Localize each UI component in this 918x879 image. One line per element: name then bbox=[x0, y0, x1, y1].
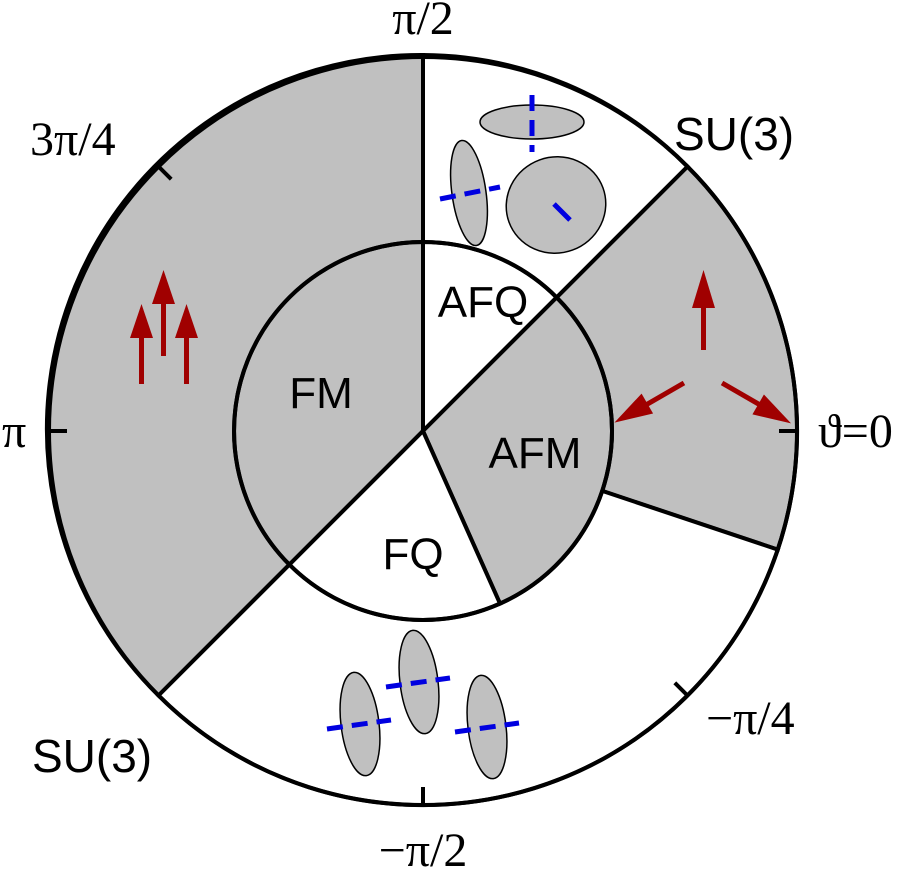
su3-label-lower-left: SU(3) bbox=[32, 730, 152, 782]
fm-arrow-1-shaft bbox=[139, 332, 144, 384]
fq-quadrupoles bbox=[326, 629, 520, 780]
afm-arrow-left-head bbox=[614, 393, 654, 423]
afm-arrow-up-shaft bbox=[701, 300, 706, 350]
angle-label-theta-zero: ϑ=0 bbox=[818, 405, 893, 458]
angle-label-minus-pi-over-2: −π/2 bbox=[379, 824, 468, 877]
afm-arrow-right-shaft bbox=[720, 380, 767, 411]
angle-label-pi: π bbox=[2, 405, 26, 458]
tick-3pi-over-4 bbox=[157, 165, 173, 181]
tick-minus-pi-over-4 bbox=[673, 681, 689, 697]
phase-label-afq: AFQ bbox=[438, 278, 528, 327]
fq-director-middle bbox=[385, 675, 451, 690]
fm-arrow-2-shaft bbox=[161, 298, 166, 356]
afm-spins bbox=[614, 270, 792, 424]
fq-director-left bbox=[326, 717, 392, 732]
fm-arrow-3-head bbox=[175, 304, 198, 338]
fm-arrow-2-head bbox=[152, 270, 175, 304]
afm-arrow-right-head bbox=[752, 394, 792, 424]
afm-arrow-up-head bbox=[692, 270, 715, 308]
su3-label-upper-right: SU(3) bbox=[674, 108, 794, 160]
afq-quadrupoles bbox=[439, 95, 607, 254]
afq-director-3 bbox=[552, 202, 572, 222]
angle-label-3pi-over-4: 3π/4 bbox=[30, 113, 116, 166]
fm-spins bbox=[130, 270, 198, 384]
inner-boundary bbox=[232, 240, 614, 622]
fm-arrow-3-shaft bbox=[184, 332, 189, 384]
afm-arrow-left-shaft bbox=[639, 380, 686, 411]
phase-label-afm: AFM bbox=[489, 429, 582, 478]
fq-director-right bbox=[454, 720, 520, 735]
angle-label-minus-pi-over-4: −π/4 bbox=[706, 692, 795, 745]
fm-arrow-1-head bbox=[130, 304, 153, 338]
phase-label-fm: FM bbox=[289, 369, 353, 418]
angle-label-pi-over-2: π/2 bbox=[392, 0, 454, 45]
phase-label-fq: FQ bbox=[382, 530, 443, 579]
angle-ticks bbox=[49, 165, 797, 805]
afq-director-2 bbox=[439, 184, 501, 202]
